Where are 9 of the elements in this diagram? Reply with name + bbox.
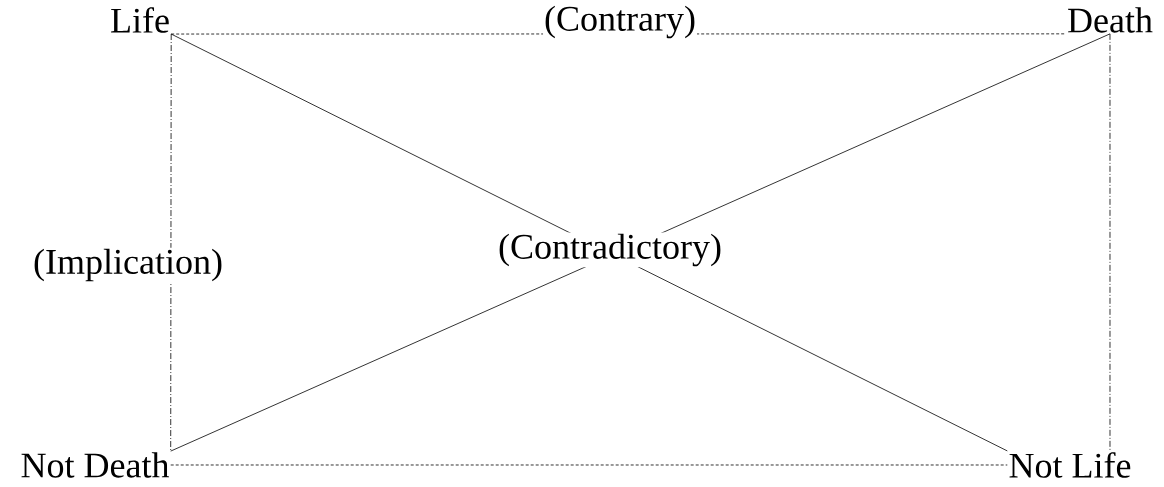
edge-label: (Contrary) — [543, 4, 697, 40]
relation-label: (Contradictory) — [497, 232, 723, 268]
term-label: Life — [111, 7, 169, 33]
term-label: Not Death — [21, 452, 169, 478]
term-label: Not Life — [1009, 452, 1131, 478]
connector-line — [170, 464, 1008, 466]
edge-label: (Implication) — [32, 247, 224, 283]
connector-line — [1109, 33, 1111, 452]
term-label: Death — [1068, 7, 1153, 33]
